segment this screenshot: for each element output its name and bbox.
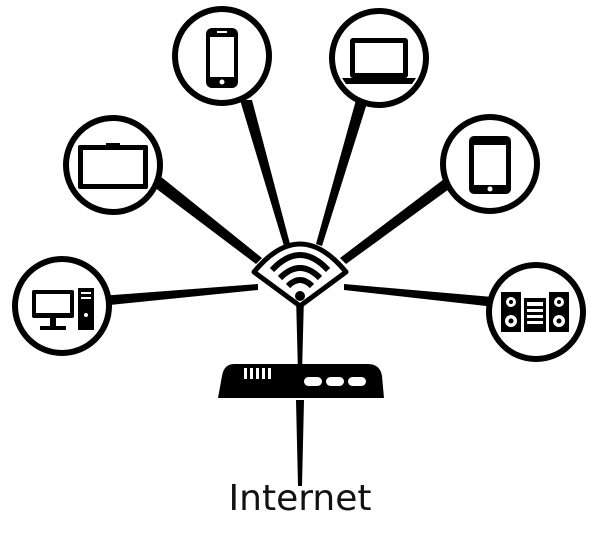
connector-stereo bbox=[344, 284, 504, 308]
connector-hub-router bbox=[296, 296, 304, 374]
connector-tablet bbox=[340, 176, 456, 264]
tablet-icon bbox=[469, 136, 511, 194]
laptop-icon bbox=[342, 38, 416, 84]
wifi-hub bbox=[251, 241, 349, 309]
connector-desktop bbox=[100, 284, 258, 306]
tv-monitor-icon bbox=[78, 143, 148, 189]
device-node-phone bbox=[172, 6, 272, 106]
device-node-tv bbox=[63, 115, 163, 215]
device-node-tablet bbox=[440, 114, 540, 214]
device-node-stereo bbox=[486, 262, 586, 362]
device-node-laptop bbox=[329, 8, 429, 108]
smartphone-icon bbox=[206, 28, 238, 88]
connector-tv bbox=[150, 176, 262, 264]
device-node-desktop bbox=[12, 256, 112, 356]
router-modem-icon bbox=[218, 364, 384, 398]
connector-router-internet bbox=[296, 400, 304, 486]
wifi-icon bbox=[269, 252, 331, 301]
connector-lines bbox=[100, 100, 504, 486]
connector-laptop bbox=[316, 100, 368, 246]
desktop-computer-icon bbox=[32, 288, 94, 330]
stereo-system-icon bbox=[501, 292, 569, 332]
internet-label: Internet bbox=[228, 478, 372, 519]
connector-phone bbox=[240, 100, 290, 246]
